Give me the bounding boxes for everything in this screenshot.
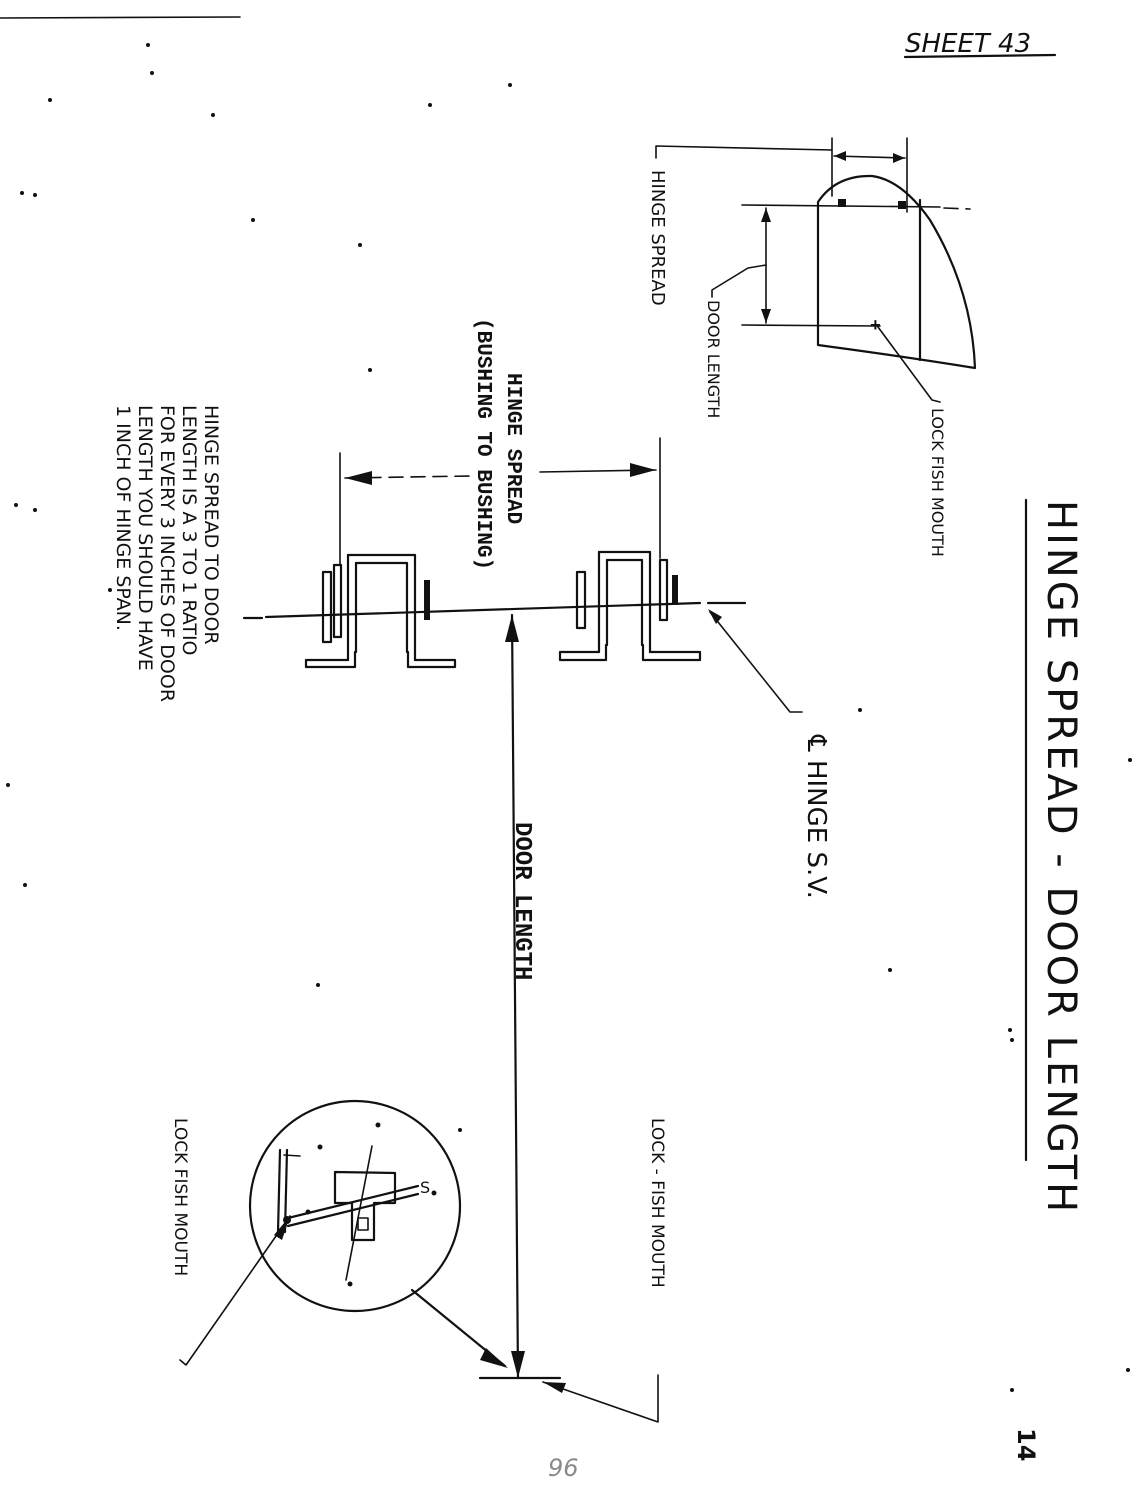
label-door-length-top: DOOR LENGTH xyxy=(704,300,723,418)
note-line: 1 INCH OF HINGE SPAN. xyxy=(112,405,134,631)
svg-text:HINGE SPREAD: HINGE SPREAD xyxy=(501,373,524,524)
lock-fish-mouth-right-leader xyxy=(542,1374,659,1423)
label-lock-fish-mouth-top: LOCK FISH MOUTH xyxy=(928,408,947,557)
svg-text:+: + xyxy=(870,317,881,337)
door-ref-line-bottom xyxy=(741,324,881,327)
svg-text:(BUSHING TO BUSHING): (BUSHING TO BUSHING) xyxy=(471,318,494,570)
hinge-left xyxy=(304,553,457,669)
door-outline xyxy=(816,174,977,370)
svg-text:HINGE SPREAD - DOOR LENGTH: HINGE SPREAD - DOOR LENGTH xyxy=(1038,500,1084,1215)
label-lock-fish-mouth-detail: LOCK FISH MOUTH xyxy=(170,1118,190,1276)
lock-detail-circle: S xyxy=(179,1099,508,1368)
note-line: HINGE SPREAD TO DOOR xyxy=(200,405,222,645)
hinge-side-view xyxy=(242,437,803,713)
title: HINGE SPREAD - DOOR LENGTH xyxy=(1024,498,1084,1215)
note-line: LENGTH YOU SHOULD HAVE xyxy=(134,405,156,671)
note-line: FOR EVERY 3 INCHES OF DOOR xyxy=(156,405,178,702)
scan-edge-line xyxy=(0,16,241,19)
door-sketch: + xyxy=(655,137,977,403)
sheet-label: SHEET 43 xyxy=(903,29,1057,59)
hinge-centerline xyxy=(264,601,702,619)
hinge-right xyxy=(558,550,702,662)
label-hinge-spread-top: HINGE SPREAD xyxy=(647,170,668,306)
label-hinge-spread-dim: HINGE SPREAD (BUSHING TO BUSHING) xyxy=(471,318,524,570)
svg-text:SHEET 43: SHEET 43 xyxy=(905,29,1031,59)
door-length-dimension xyxy=(478,613,562,1380)
page-number: 14 xyxy=(1012,1428,1040,1461)
note-line: LENGTH IS A 3 TO 1 RATIO xyxy=(178,405,200,656)
label-hinge-centerline: ℄ HINGE S.V. xyxy=(801,734,831,899)
handwritten-note: 96 xyxy=(548,1454,579,1482)
label-lock-fish-mouth-right: LOCK - FISH MOUTH xyxy=(647,1118,667,1288)
label-door-length-dim: DOOR LENGTH xyxy=(508,822,535,980)
svg-text:S: S xyxy=(420,1178,430,1197)
scan-speckles xyxy=(6,43,1132,1392)
ratio-note: HINGE SPREAD TO DOOR LENGTH IS A 3 TO 1 … xyxy=(112,405,222,702)
